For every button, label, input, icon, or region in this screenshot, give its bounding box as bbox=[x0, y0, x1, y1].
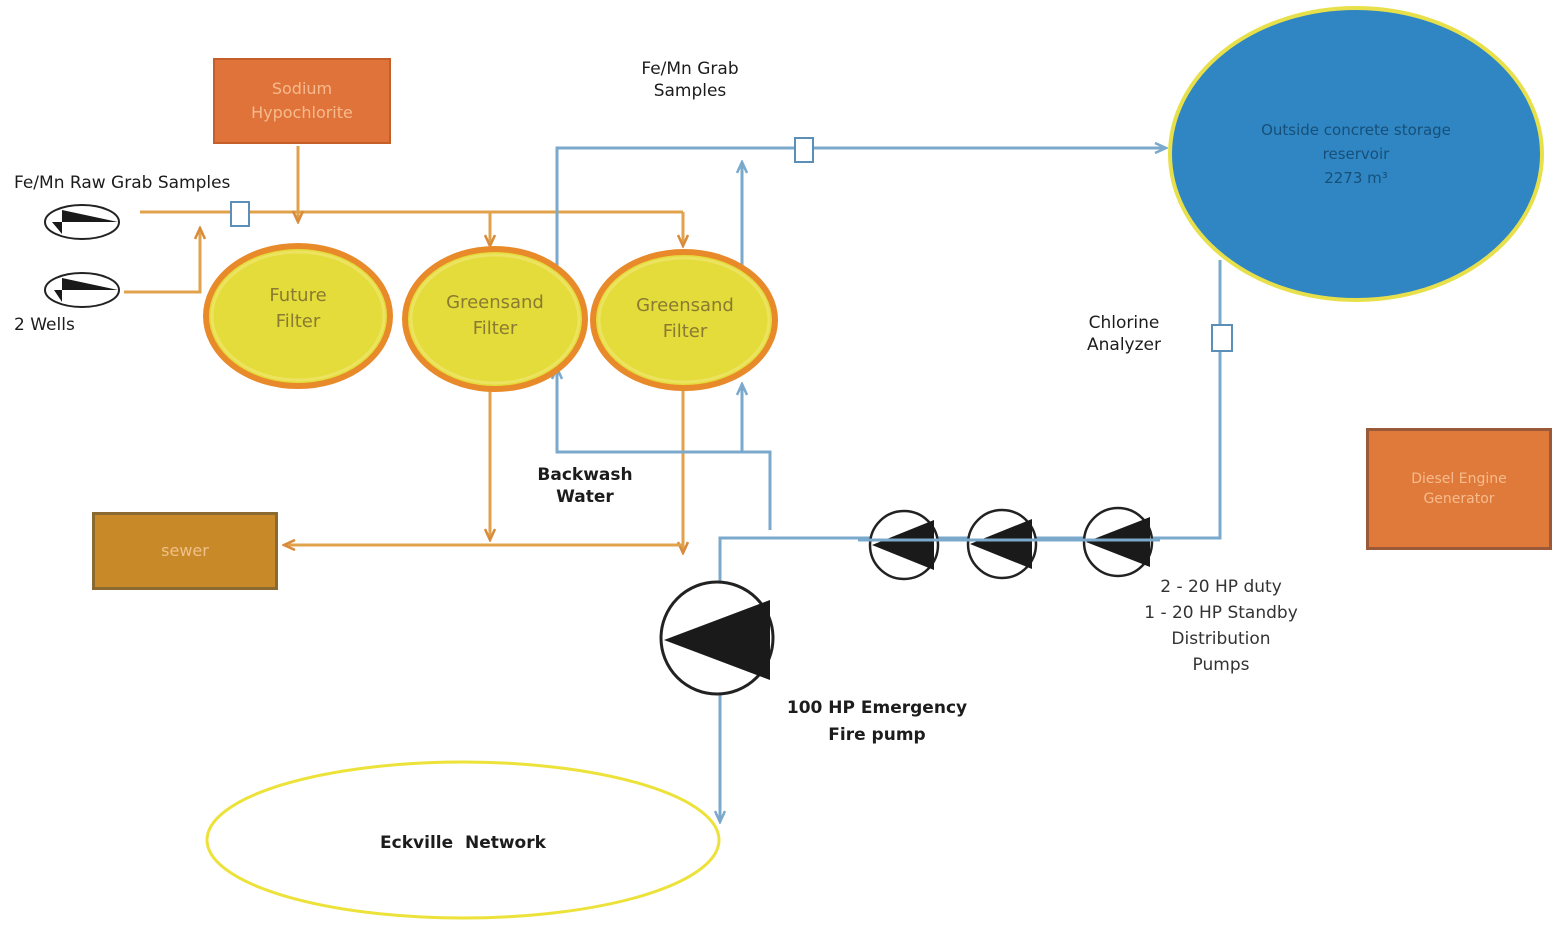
distribution-pumps-label: 2 - 20 HP duty 1 - 20 HP Standby Distrib… bbox=[1126, 574, 1316, 678]
future-filter-label: Future Filter bbox=[238, 283, 358, 335]
chlorine-analyzer-box bbox=[1211, 324, 1233, 352]
greensand-filter-1-line-1: Greensand bbox=[446, 292, 544, 313]
fe-mn-grab-label: Fe/Mn Grab Samples bbox=[610, 58, 770, 102]
eckville-network-label: Eckville Network bbox=[380, 833, 546, 853]
reservoir-line-2: reservoir bbox=[1322, 145, 1390, 163]
greensand-filter-2-line-1: Greensand bbox=[636, 295, 734, 316]
distribution-pump-2 bbox=[966, 508, 1038, 580]
well-pump-2 bbox=[44, 272, 120, 308]
chlorine-line-2: Analyzer bbox=[1087, 335, 1161, 355]
generator-line-2: Generator bbox=[1423, 491, 1495, 507]
reservoir-line-1: Outside concrete storage bbox=[1261, 121, 1451, 139]
reservoir-line-3: 2273 m³ bbox=[1324, 169, 1388, 187]
distribution-pump-1 bbox=[868, 509, 940, 581]
diesel-generator-box: Diesel Engine Generator bbox=[1366, 428, 1552, 550]
future-filter-vessel bbox=[203, 243, 393, 389]
greensand-filter-1-line-2: Filter bbox=[472, 318, 518, 339]
fire-pump-line-1: 100 HP Emergency bbox=[786, 698, 968, 718]
distribution-line-1: 2 - 20 HP duty bbox=[1160, 577, 1282, 597]
distribution-line-2: 1 - 20 HP Standby bbox=[1144, 603, 1298, 623]
greensand-filter-1-vessel bbox=[402, 246, 588, 392]
fire-pump bbox=[659, 580, 775, 696]
greensand-filter-2-vessel bbox=[590, 249, 778, 391]
chlorine-line-1: Chlorine bbox=[1088, 313, 1160, 333]
fire-pump-label: 100 HP Emergency Fire pump bbox=[782, 695, 972, 749]
raw-sample-tap bbox=[230, 201, 250, 227]
storage-reservoir-shape bbox=[1168, 6, 1544, 302]
sewer-box: sewer bbox=[92, 512, 278, 590]
backwash-line-1: Backwash bbox=[537, 465, 633, 485]
fire-pump-line-2: Fire pump bbox=[828, 725, 926, 745]
fe-mn-grab-line-2: Samples bbox=[653, 81, 727, 101]
greensand-filter-1-label: Greensand Filter bbox=[430, 290, 560, 342]
well-pump-1 bbox=[44, 204, 120, 240]
future-filter-line-2: Filter bbox=[275, 311, 321, 332]
sodium-hypochlorite-box: Sodium Hypochlorite bbox=[213, 58, 391, 144]
sodium-line-2: Hypochlorite bbox=[251, 103, 353, 122]
distribution-line-3: Distribution bbox=[1171, 629, 1271, 649]
treated-sample-tap bbox=[794, 137, 814, 163]
fe-mn-raw-label: Fe/Mn Raw Grab Samples bbox=[14, 173, 231, 193]
chlorine-analyzer-label: Chlorine Analyzer bbox=[1064, 312, 1184, 356]
sewer-label: sewer bbox=[161, 541, 209, 560]
sodium-line-1: Sodium bbox=[271, 79, 333, 98]
greensand-filter-2-label: Greensand Filter bbox=[620, 293, 750, 345]
distribution-line-4: Pumps bbox=[1192, 655, 1250, 675]
backwash-water-label: Backwash Water bbox=[520, 464, 650, 508]
generator-line-1: Diesel Engine bbox=[1411, 471, 1507, 487]
backwash-line-2: Water bbox=[556, 487, 614, 507]
eckville-network-shape bbox=[205, 760, 721, 920]
future-filter-line-1: Future bbox=[269, 285, 327, 306]
greensand-filter-2-line-2: Filter bbox=[662, 321, 708, 342]
wells-label: 2 Wells bbox=[14, 315, 75, 335]
distribution-pump-3 bbox=[1082, 506, 1154, 578]
fe-mn-grab-line-1: Fe/Mn Grab bbox=[641, 59, 739, 79]
reservoir-label: Outside concrete storage reservoir 2273 … bbox=[1226, 118, 1486, 190]
